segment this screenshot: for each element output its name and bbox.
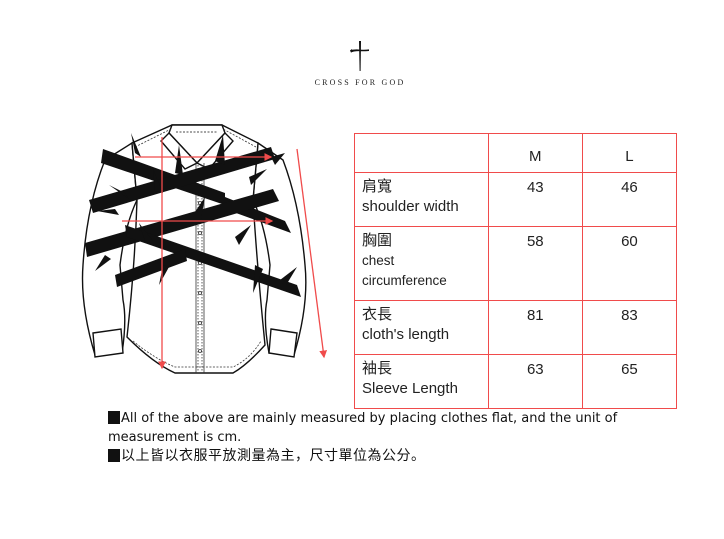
header-size-l: L: [581, 133, 678, 173]
label-en-line2: circumference: [362, 273, 447, 288]
label-zh: 袖長: [362, 360, 393, 377]
row-label-shoulder: 肩寬 shoulder width: [354, 172, 489, 227]
shirt-placket: [132, 128, 262, 373]
note-zh: 以上皆以衣服平放測量為主，尺寸單位為公分。: [108, 447, 648, 466]
table-row: 肩寬 shoulder width 43 46: [354, 172, 678, 227]
table-row: 袖長 Sleeve Length 63 65: [354, 354, 678, 409]
bullet-square-icon: [108, 411, 120, 424]
label-zh: 肩寬: [362, 178, 393, 195]
row-label-chest: 胸圍 chest circumference: [354, 226, 489, 301]
table-row: 衣長 cloth's length 81 83: [354, 300, 678, 355]
header-empty-cell: [354, 133, 489, 173]
value-l: 60: [581, 226, 678, 301]
note-en: All of the above are mainly measured by …: [108, 409, 648, 428]
label-en: shoulder width: [362, 198, 459, 215]
row-label-length: 衣長 cloth's length: [354, 300, 489, 355]
value-m: 81: [487, 300, 583, 355]
value-l: 83: [581, 300, 678, 355]
size-chart-table: M L 肩寬 shoulder width 43 46 胸圍 chest cir…: [354, 133, 678, 409]
label-zh: 衣長: [362, 306, 393, 323]
row-label-sleeve: 袖長 Sleeve Length: [354, 354, 489, 409]
cross-icon: [350, 41, 369, 71]
label-en: cloth's length: [362, 326, 450, 343]
shirt-illustration: [75, 115, 340, 390]
measurement-notes: All of the above are mainly measured by …: [108, 409, 648, 466]
thorn-vine-print: [85, 133, 301, 297]
value-l: 46: [581, 172, 678, 227]
value-m: 63: [487, 354, 583, 409]
label-en-line1: chest: [362, 253, 395, 268]
table-row: 胸圍 chest circumference 58 60: [354, 226, 678, 301]
bullet-square-icon: [108, 449, 120, 462]
measure-arrows: [122, 137, 328, 370]
note-en-cont: measurement is cm.: [108, 430, 242, 445]
shirt-drawing: [81, 124, 328, 374]
value-m: 43: [487, 172, 583, 227]
value-l: 65: [581, 354, 678, 409]
label-zh: 胸圍: [362, 232, 393, 249]
brand-name: CROSS FOR GOD: [314, 78, 406, 87]
sleeve-arrow: [296, 148, 328, 359]
label-en: Sleeve Length: [362, 380, 458, 397]
header-size-m: M: [487, 133, 583, 173]
table-header-row: M L: [354, 133, 678, 173]
value-m: 58: [487, 226, 583, 301]
brand-logo: CROSS FOR GOD: [290, 40, 430, 87]
